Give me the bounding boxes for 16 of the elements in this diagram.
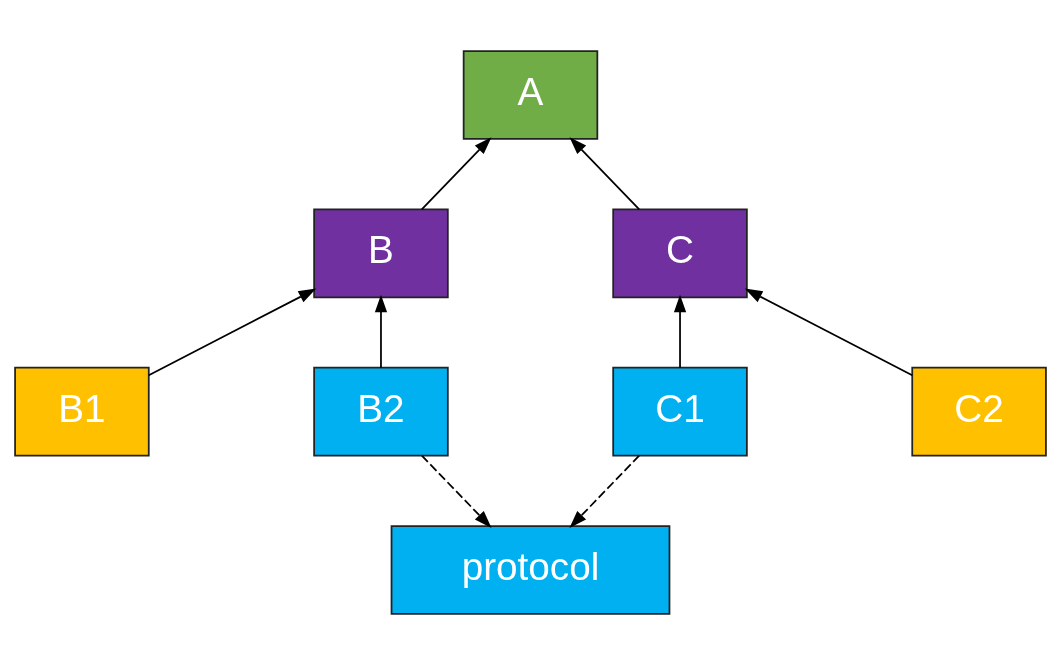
arrow	[569, 454, 641, 528]
node-box: C1	[612, 366, 748, 456]
node-box: B1	[14, 366, 150, 456]
arrow	[673, 294, 687, 369]
arrow	[569, 136, 641, 210]
node-box: C	[612, 208, 748, 298]
node-box: B	[313, 208, 449, 298]
arrow	[147, 288, 317, 376]
node-box: B2	[313, 366, 449, 456]
arrow	[420, 454, 492, 528]
node-box: A	[462, 49, 599, 140]
arrow	[744, 288, 914, 376]
arrow	[420, 136, 492, 210]
arrow	[374, 294, 388, 369]
node-box: C2	[911, 366, 1047, 456]
node-box: protocol	[390, 524, 671, 615]
